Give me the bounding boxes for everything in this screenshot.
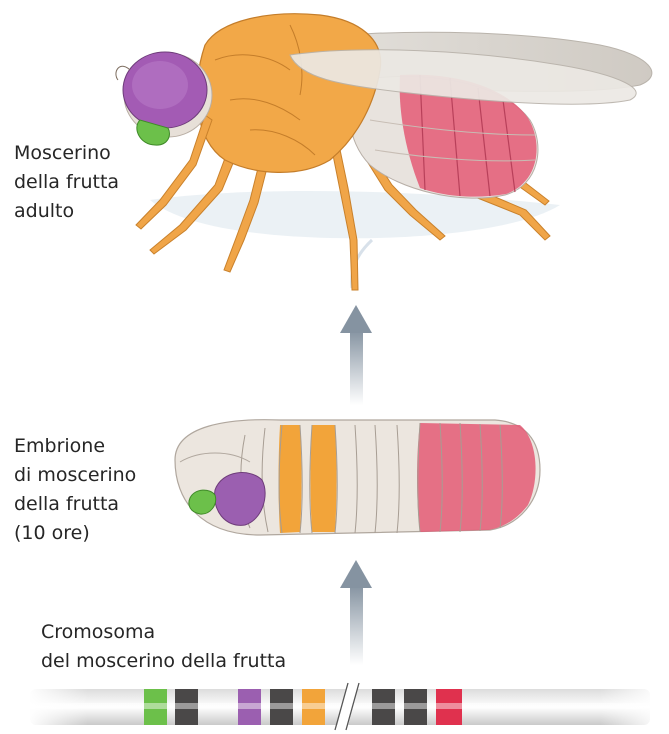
adult-fruit-fly [116, 14, 652, 290]
embryo-label-line: della frutta [14, 490, 136, 519]
arrow-chromosome-to-embryo [340, 560, 372, 665]
adult-label-line: Moscerino [14, 139, 119, 168]
fruit-fly-embryo [175, 420, 540, 535]
embryo-abdomen-segments [417, 423, 536, 532]
chromosome [28, 680, 660, 734]
arrow-embryo-to-adult [340, 305, 372, 405]
embryo-label: Embrione di moscerino della frutta (10 o… [14, 432, 136, 548]
embryo-label-line: di moscerino [14, 461, 136, 490]
fly-thorax [197, 14, 381, 173]
adult-fly-label: Moscerino della frutta adulto [14, 139, 119, 226]
embryo-label-line: Embrione [14, 432, 136, 461]
chromosome-label: Cromosoma del moscerino della frutta [41, 618, 286, 676]
chromosome-label-line: Cromosoma [41, 618, 286, 647]
chromosome-label-line: del moscerino della frutta [41, 647, 286, 676]
embryo-label-line: (10 ore) [14, 519, 136, 548]
adult-label-line: della frutta [14, 168, 119, 197]
fly-head [116, 52, 212, 145]
adult-label-line: adulto [14, 197, 119, 226]
